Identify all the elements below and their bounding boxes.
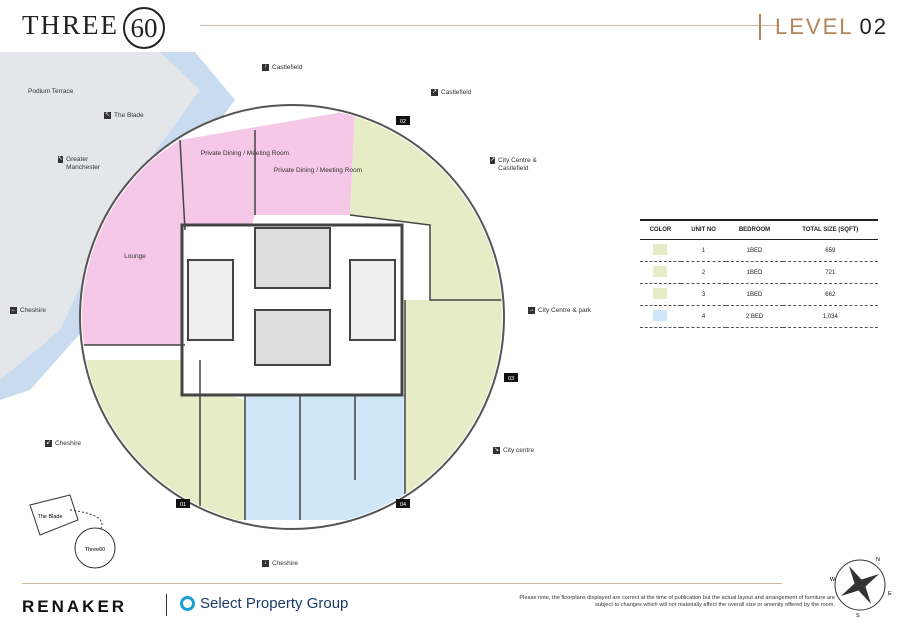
svg-text:S: S [856, 613, 860, 619]
header-divider [200, 25, 780, 26]
private-dining-1-label: Private Dining / Meeting Room [201, 150, 289, 157]
svg-text:N: N [876, 557, 880, 563]
river [0, 52, 200, 380]
renaker-logo: RENAKER [22, 597, 128, 616]
direction-city-centre-park: →City Centre & park [528, 307, 592, 314]
unit-marker-03: 03 [504, 373, 518, 382]
unit-marker-01: 01 [176, 499, 190, 508]
unit-marker-04: 04 [396, 499, 410, 508]
footer-divider [22, 583, 782, 584]
arrow-left-icon: ← [10, 307, 17, 314]
direction-the-blade: ↖The Blade [104, 112, 144, 119]
svg-text:01: 01 [180, 502, 186, 508]
arrow-up-right-icon: ↗ [431, 89, 438, 96]
direction-greater-manchester: ↖Greater Manchester [58, 156, 101, 171]
arrow-up-left-icon: ↖ [58, 156, 64, 163]
arrow-up-right-icon: ↗ [490, 157, 496, 164]
unit-2-area [350, 110, 502, 300]
arrow-down-icon: ↓ [262, 560, 269, 567]
color-swatch [653, 288, 668, 299]
arrow-right-icon: → [528, 307, 535, 314]
direction-castlefield-north: ↑Castlefield [262, 64, 303, 71]
arrow-down-right-icon: ↘ [493, 447, 500, 454]
svg-text:03: 03 [508, 376, 514, 382]
lounge-label: Lounge [124, 253, 146, 260]
color-swatch [653, 310, 668, 321]
direction-cheshire-sw: ↙Cheshire [45, 440, 82, 447]
private-dining-2-label: Private Dining / Meeting Room [274, 167, 362, 174]
compass-icon: N E S W [830, 557, 892, 619]
svg-text:Three60: Three60 [85, 547, 106, 553]
select-property-group-logo: Select Property Group [180, 595, 348, 612]
arrow-down-left-icon: ↙ [45, 440, 52, 447]
unit-4-area [245, 395, 405, 520]
svg-text:E: E [888, 591, 892, 597]
svg-text:02: 02 [400, 119, 406, 125]
select-swirl-icon [180, 596, 195, 611]
arrow-up-icon: ↑ [262, 64, 269, 71]
location-minimap: The Blade Three60 [29, 494, 116, 569]
arrow-up-left-icon: ↖ [104, 112, 111, 119]
color-swatch [653, 266, 668, 277]
direction-cheshire-west: ←Cheshire [10, 307, 47, 314]
svg-text:W: W [830, 577, 836, 583]
direction-castlefield-ne: ↗Castlefield [431, 89, 472, 96]
direction-city-centre-castlefield: ↗City Centre & Castlefield [490, 157, 537, 172]
unit-marker-02: 02 [396, 116, 410, 125]
direction-city-centre-se: ↘City centre [493, 447, 535, 454]
logo-separator [166, 594, 167, 616]
svg-text:04: 04 [400, 502, 406, 508]
direction-cheshire-south: ↓Cheshire [262, 560, 299, 567]
svg-text:The Blade: The Blade [37, 514, 62, 520]
disclaimer-text: Please note, the floorplans displayed ar… [519, 595, 835, 608]
label-podium-terrace: Podium Terrace [28, 88, 74, 95]
color-swatch [653, 244, 668, 255]
